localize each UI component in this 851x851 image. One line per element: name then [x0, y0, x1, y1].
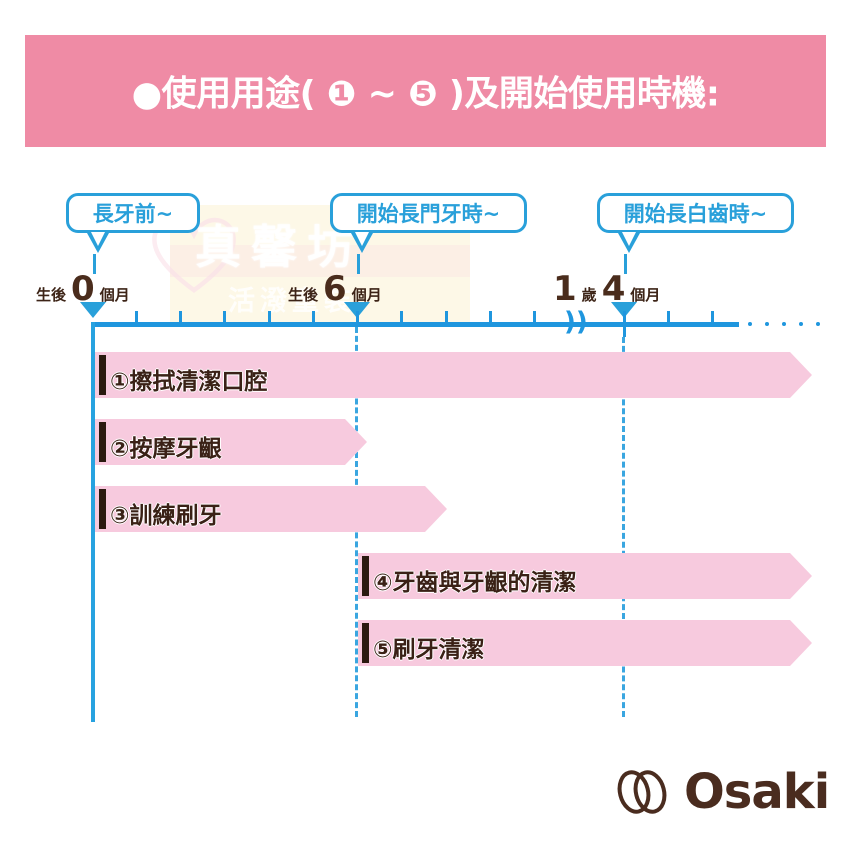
axis-trailing-dot [782, 322, 786, 326]
bar-1-start-cap [99, 355, 106, 395]
callout-tail-1y4m [618, 232, 640, 253]
timeline-unit-1y4m: 個月 [630, 286, 661, 304]
timeline-value-1y4m: 4 [601, 269, 626, 309]
bar-5[interactable] [358, 620, 790, 666]
callout-bubble-0m[interactable]: 長牙前~ [66, 193, 200, 253]
bar-5-arrow [790, 620, 812, 666]
brand-logo: Osaki [612, 764, 830, 820]
bar-1-label: ①擦拭清潔口腔 [110, 369, 268, 395]
axis-tick [667, 311, 670, 322]
axis-tick [135, 311, 138, 322]
axis-tick [268, 311, 271, 322]
axis-tick [489, 311, 492, 322]
bar-4[interactable] [358, 553, 790, 599]
timeline-axis-segment-2 [651, 322, 739, 327]
axis-tick [312, 311, 315, 322]
bar-4-start-cap [362, 556, 369, 596]
bar-5-start-cap [362, 623, 369, 663]
callout-label-0m: 長牙前~ [92, 202, 174, 226]
timeline-years-value-1y4m: 1 [553, 269, 577, 309]
callout-label-1y4m: 開始長白齒時~ [623, 202, 768, 226]
timeline-years-unit-1y4m: 歲 [581, 286, 597, 304]
bar-3[interactable] [95, 486, 425, 532]
timeline-marker-triangle-1y4m [611, 302, 637, 318]
timeline-marker-triangle-6m [344, 302, 370, 318]
callout-connector-6m [357, 254, 360, 274]
timeline-unit-6m: 個月 [351, 286, 382, 304]
axis-tick [445, 311, 448, 322]
timeline-unit-0m: 個月 [99, 286, 130, 304]
bar-3-start-cap [99, 489, 106, 529]
bar-2-arrow [345, 419, 367, 465]
callout-bubble-1y4m[interactable]: 開始長白齒時~ [597, 193, 794, 253]
axis-tick [179, 311, 182, 322]
axis-tick [400, 311, 403, 322]
axis-tick [623, 327, 626, 337]
page-title: ●使用用途( ❶ ~ ❺ )及開始使用時機: [131, 74, 720, 115]
timeline-axis [91, 322, 651, 327]
axis-trailing-dot [765, 322, 769, 326]
callout-connector-1y4m [624, 254, 627, 274]
callout-bubble-6m[interactable]: 開始長門牙時~ [330, 193, 527, 253]
axis-tick [623, 311, 626, 322]
axis-tick [223, 311, 226, 322]
bar-2[interactable] [95, 419, 345, 465]
guideline-0m [91, 322, 95, 722]
bar-5-label: ⑤刷牙清潔 [373, 637, 485, 663]
callout-label-6m: 開始長門牙時~ [356, 202, 501, 226]
bar-3-arrow [425, 486, 447, 532]
timeline-prefix-0m: 生後 [36, 286, 67, 304]
axis-tick [711, 311, 714, 322]
bar-3-label: ③訓練刷牙 [110, 503, 222, 529]
bar-2-start-cap [99, 422, 106, 462]
bar-2-label: ②按摩牙齦 [110, 436, 222, 462]
brand-name: Osaki [684, 764, 830, 820]
timeline-value-0m: 0 [71, 269, 95, 309]
axis-trailing-dot [799, 322, 803, 326]
bar-4-label: ④牙齒與牙齦的清潔 [373, 570, 577, 596]
timeline-marker-triangle-0m [80, 302, 106, 318]
header-band: ●使用用途( ❶ ~ ❺ )及開始使用時機: [25, 35, 826, 147]
bar-1-arrow [790, 352, 812, 398]
axis-break-symbol: )) [564, 307, 588, 337]
bar-1[interactable] [95, 352, 790, 398]
callout-tail-6m [351, 232, 373, 253]
callout-tail-0m [87, 232, 109, 253]
callout-connector-0m [93, 254, 96, 274]
osaki-rings-icon [617, 770, 667, 814]
timeline-value-6m: 6 [323, 269, 347, 309]
guideline-1y4m [622, 337, 625, 717]
axis-trailing-dot [816, 322, 820, 326]
timeline-label-6m: 生後 6 個月 [288, 272, 382, 306]
axis-tick [533, 311, 536, 322]
timeline-label-0m: 生後 0 個月 [36, 272, 130, 306]
timeline-prefix-6m: 生後 [288, 286, 319, 304]
axis-trailing-dot [748, 322, 752, 326]
axis-tick [356, 311, 359, 322]
timeline-label-1y4m: 1 歲 4 個月 [553, 272, 660, 306]
bar-4-arrow [790, 553, 812, 599]
